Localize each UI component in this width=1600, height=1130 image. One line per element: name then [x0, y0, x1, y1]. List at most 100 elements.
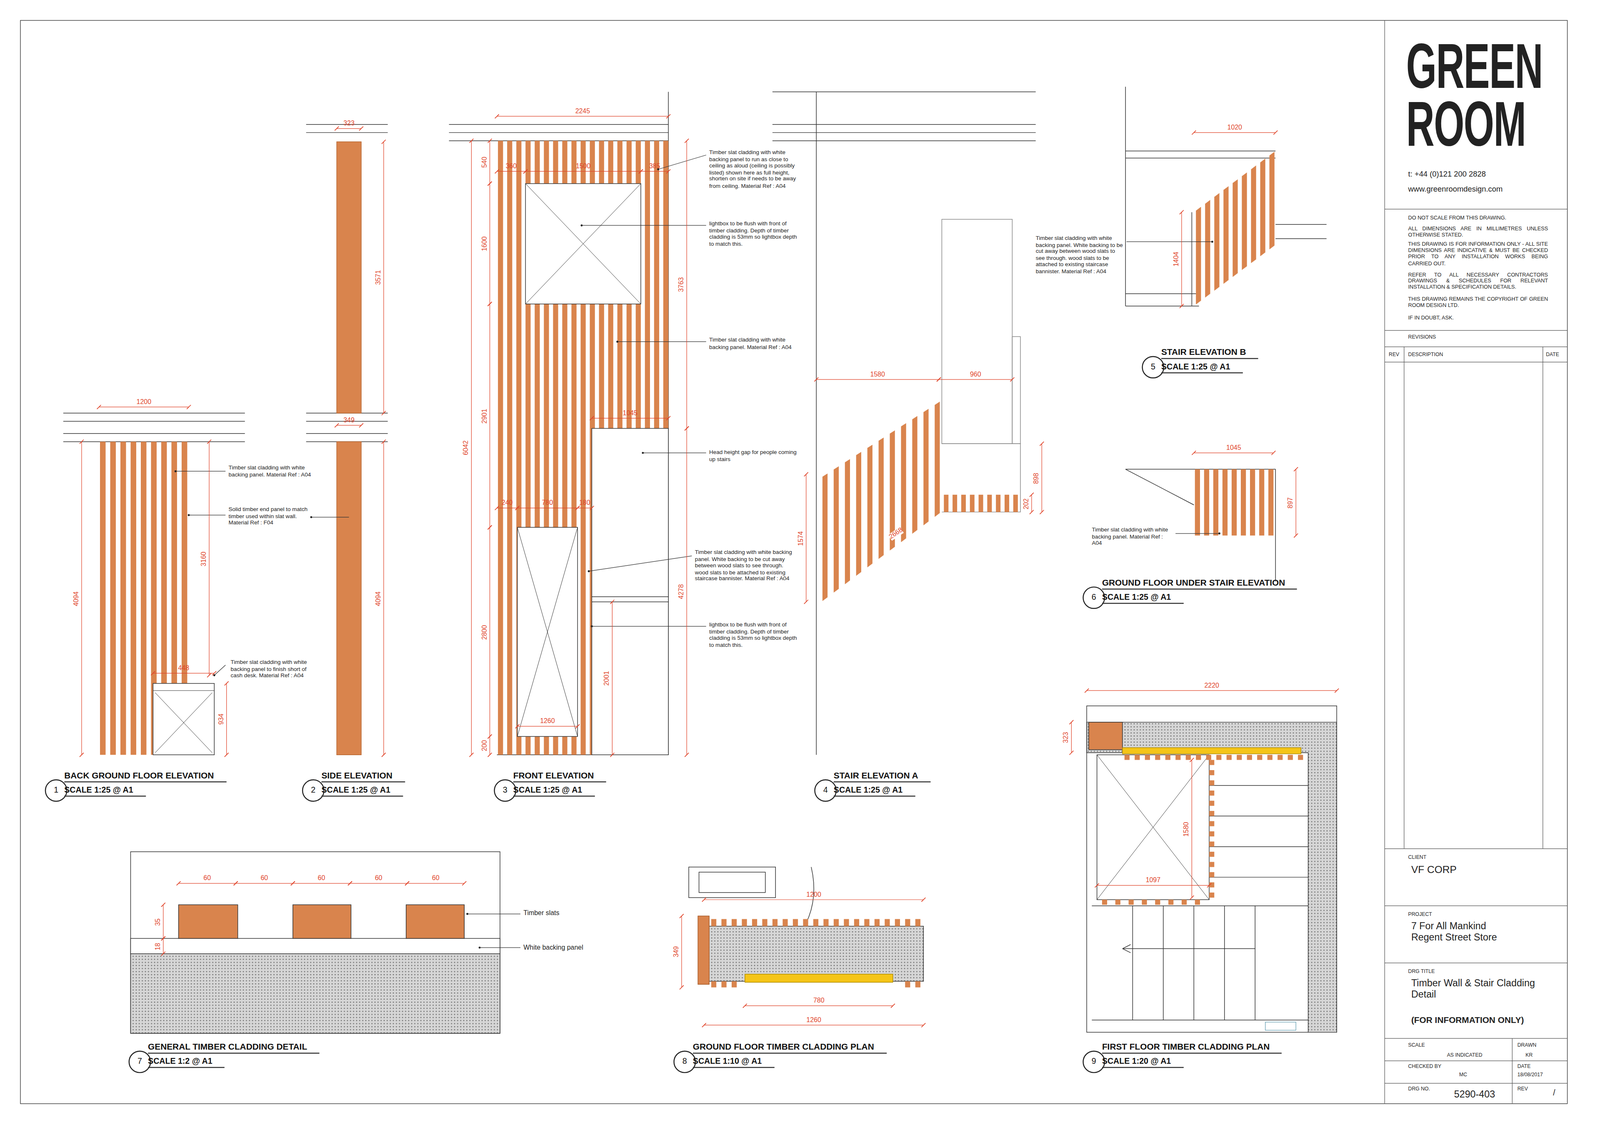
dimension-tick [610, 752, 615, 758]
dimension-tick [1190, 895, 1195, 900]
logo-text: GREEN [1406, 34, 1543, 98]
view-callout: 4STAIR ELEVATION ASCALE 1:25 @ A1 [814, 779, 837, 803]
leader-dot [641, 452, 644, 455]
dimension-tick [1040, 510, 1045, 515]
view-scale: SCALE 1:25 @ A1 [833, 785, 915, 798]
note-text: DATE [1545, 350, 1560, 358]
timber-slat [1216, 755, 1222, 760]
g-shape [1195, 469, 1274, 536]
timber-slat [961, 495, 966, 513]
dimension-text: 323 [1062, 732, 1070, 744]
view-callout: 6GROUND FLOOR UNDER STAIR ELEVATIONSCALE… [1082, 586, 1105, 610]
leader-line [588, 556, 692, 572]
note-text: KR [1525, 1052, 1533, 1059]
dimension-tick [575, 506, 580, 511]
dimension-tick [462, 881, 467, 886]
dimension-tick [495, 506, 500, 511]
dimension-tick [515, 506, 520, 511]
timber-slat [813, 919, 819, 927]
dimension-tick [79, 752, 84, 758]
dimension-tick [523, 169, 528, 174]
note-text: VF CORP [1411, 864, 1457, 877]
view-scale: SCALE 1:25 @ A1 [513, 785, 595, 798]
timber-slat [711, 981, 717, 988]
dimension-tick [161, 952, 166, 957]
timber-slat [978, 495, 984, 513]
dimension-text: 1045 [622, 410, 638, 417]
timber-slat [721, 919, 727, 927]
timber-slat [802, 919, 808, 927]
timber-slat [905, 919, 910, 927]
timber-slat [823, 919, 829, 927]
dimension-text: 1574 [797, 530, 805, 546]
dimension-tick [381, 440, 386, 445]
dimension-line [525, 171, 641, 172]
view-callout: 2SIDE ELEVATIONSCALE 1:25 @ A1 [302, 779, 325, 803]
timber-slat [970, 495, 975, 513]
callout-number: 9 [1083, 1052, 1105, 1073]
note-text: lightbox to be flush with front of timbe… [709, 621, 803, 649]
timber-slat [878, 437, 884, 560]
dimension-line [681, 916, 682, 988]
dimension-tick [1191, 450, 1196, 455]
dimension-line [591, 417, 669, 419]
timber-slat [1209, 811, 1215, 817]
rect-shape [406, 905, 465, 939]
view-title: STAIR ELEVATION B [1161, 347, 1259, 360]
timber-slat [1013, 495, 1018, 513]
dimension-line [350, 883, 408, 884]
timber-slat [1209, 770, 1215, 776]
timber-slat [915, 981, 921, 988]
dimension-line [1181, 212, 1182, 306]
dimension-text: 4094 [375, 591, 383, 606]
note-text: Timber slat cladding with white backing … [1035, 234, 1124, 275]
path-shape [306, 124, 388, 443]
rect-shape [336, 441, 362, 755]
dimension-tick [176, 881, 181, 886]
path-shape [772, 91, 1036, 755]
note-text: Timber Wall & Stair Cladding Detail [1411, 977, 1544, 1001]
timber-slat [1257, 755, 1263, 760]
dimension-tick [381, 411, 386, 416]
note-text: t: +44 (0)121 200 2828 [1408, 169, 1486, 179]
leader-line [642, 452, 707, 454]
rect-shape [697, 916, 710, 985]
leader-line [1126, 241, 1213, 243]
timber-slat [1004, 495, 1010, 513]
dimension-text: 3763 [678, 277, 685, 293]
dimension-text: 2001 [603, 671, 611, 686]
rect-shape [517, 527, 578, 737]
dimension-text: 3571 [375, 270, 383, 285]
note-text: Solid timber end panel to match timber u… [228, 506, 316, 527]
timber-slat [995, 495, 1001, 513]
dimension-tick [381, 140, 386, 145]
view-title: STAIR ELEVATION A [833, 770, 931, 783]
dimension-text: 1580 [870, 371, 885, 378]
dimension-tick [742, 1004, 748, 1009]
timber-slat [1226, 755, 1232, 760]
callout-number: 1 [45, 780, 67, 801]
dimension-line [336, 425, 362, 426]
dimension-line [938, 379, 1013, 380]
dimension-text: 1600 [481, 236, 488, 252]
leader-line [479, 947, 521, 948]
timber-slat [845, 459, 850, 585]
dimension-tick [590, 416, 595, 421]
dimension-tick [405, 881, 410, 886]
dimension-line [704, 899, 924, 900]
timber-slat [1241, 172, 1247, 270]
view-title: GROUND FLOOR TIMBER CLADDING PLAN [692, 1041, 887, 1054]
timber-slat [1102, 900, 1108, 905]
note-text: DRG NO. [1408, 1085, 1430, 1093]
timber-slat [1195, 755, 1201, 760]
dimension-line [497, 507, 518, 509]
dimension-tick [1191, 130, 1196, 135]
dimension-tick [97, 405, 102, 410]
dimension-text: 898 [1033, 472, 1040, 484]
view-title: SIDE ELEVATION [321, 770, 405, 783]
rect-shape [178, 905, 238, 939]
timber-slat [952, 495, 958, 513]
dimension-line [489, 140, 490, 184]
callout-number: 4 [815, 780, 836, 801]
dimension-tick [702, 897, 707, 903]
